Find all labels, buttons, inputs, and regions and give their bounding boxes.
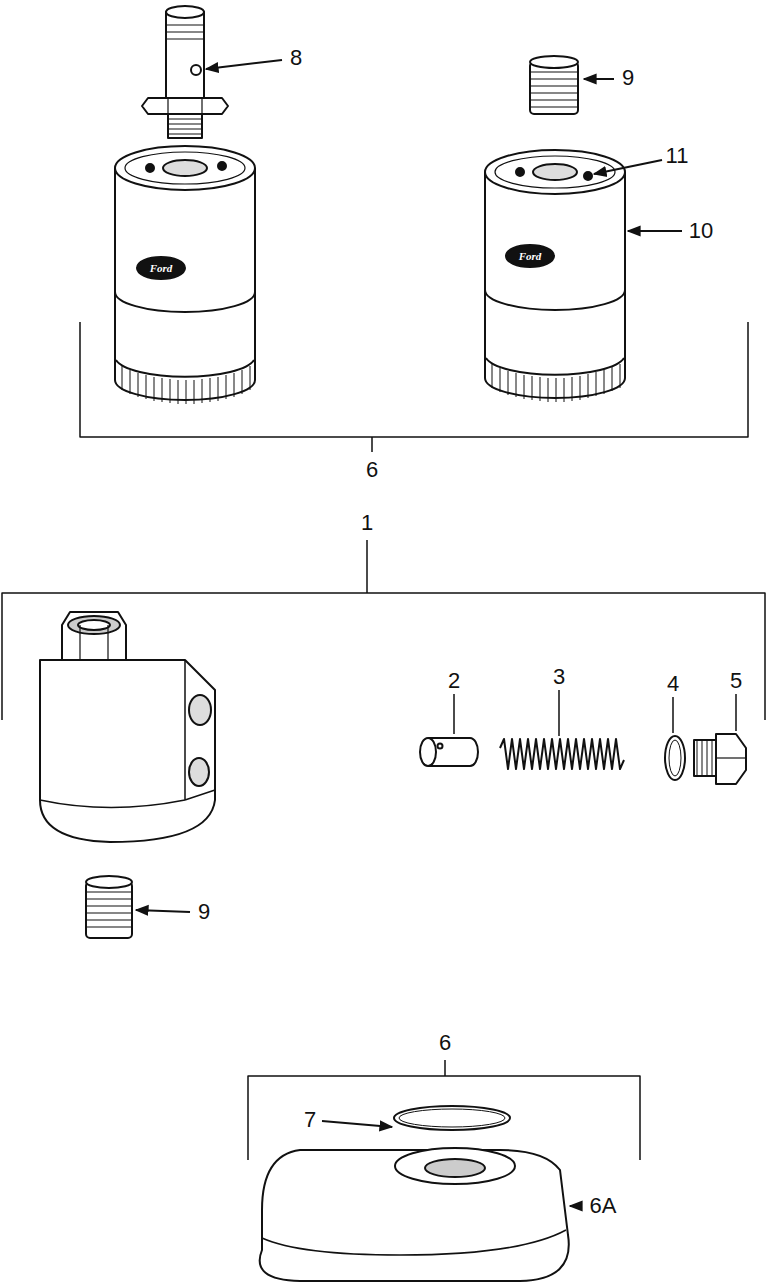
callout-number: 9 bbox=[620, 66, 636, 90]
callout-number: 7 bbox=[302, 1108, 318, 1132]
callout-number: 6 bbox=[437, 1031, 453, 1055]
leader-line bbox=[322, 1121, 392, 1127]
o-ring-gasket bbox=[394, 1106, 510, 1130]
leader-line bbox=[136, 910, 190, 912]
callout-number: 6A bbox=[588, 1194, 619, 1218]
valve-spring bbox=[500, 739, 624, 769]
valve-plug bbox=[694, 734, 746, 784]
o-ring-gasket bbox=[399, 1109, 505, 1127]
callout-number: 3 bbox=[551, 665, 567, 689]
callout-number: 11 bbox=[664, 144, 691, 168]
callout-number: 6 bbox=[364, 458, 380, 482]
leader-line bbox=[454, 690, 736, 736]
banjo-stud bbox=[142, 6, 228, 138]
group-bracket bbox=[248, 1060, 640, 1160]
leader-line bbox=[570, 1205, 582, 1207]
callout-number: 10 bbox=[687, 219, 715, 243]
oil-filter bbox=[485, 150, 625, 402]
callout-number: 9 bbox=[196, 900, 212, 924]
threaded-nipple bbox=[86, 876, 132, 938]
leader-line bbox=[206, 60, 282, 69]
callout-number: 5 bbox=[728, 669, 744, 693]
sealing-washer bbox=[665, 736, 685, 780]
leader-line bbox=[584, 78, 614, 80]
threaded-nipple bbox=[530, 56, 578, 114]
callout-number: 2 bbox=[446, 669, 462, 693]
callout-number: 4 bbox=[665, 672, 681, 696]
callout-number: 8 bbox=[288, 46, 304, 70]
sealing-washer bbox=[669, 740, 681, 776]
filter-adapter-housing bbox=[40, 612, 215, 842]
leader-line bbox=[594, 160, 662, 174]
leader-line bbox=[628, 230, 682, 232]
relief-valve-piston bbox=[420, 738, 478, 766]
leader-lines bbox=[136, 60, 736, 1206]
callout-number: 1 bbox=[359, 511, 375, 535]
group-bracket bbox=[80, 322, 748, 452]
filter-mounting-adapter bbox=[260, 1148, 569, 1281]
brand-logo-text: Ford bbox=[519, 251, 542, 262]
brand-logo-text: Ford bbox=[150, 263, 173, 274]
oil-filter bbox=[115, 146, 255, 404]
